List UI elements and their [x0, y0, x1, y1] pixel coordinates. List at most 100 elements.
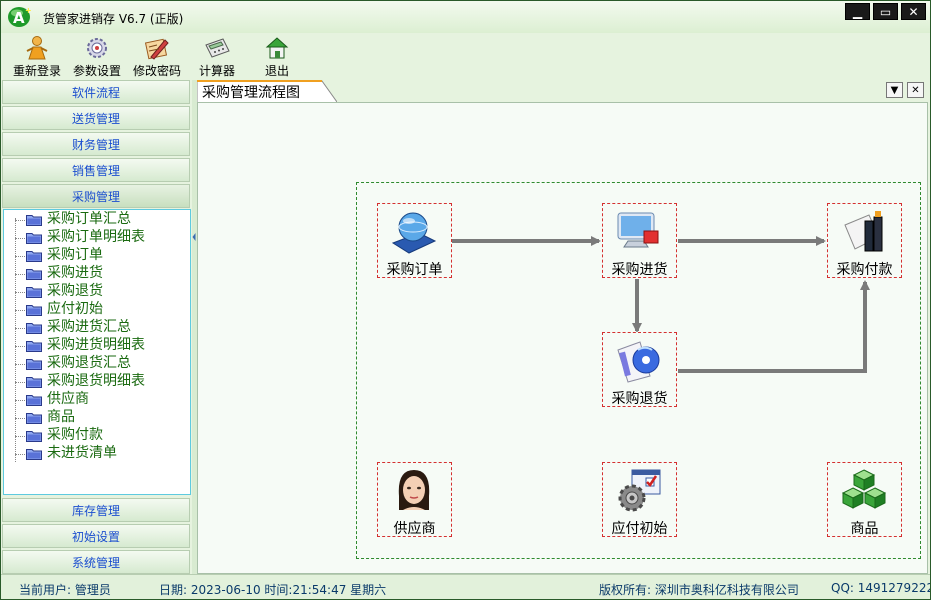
- folder-icon: [26, 215, 42, 226]
- collapse-arrow-icon[interactable]: [192, 232, 196, 242]
- tree-connector: [15, 218, 17, 462]
- tree-item-label: 采购进货汇总: [47, 319, 131, 335]
- flow-node-label: 采购付款: [836, 262, 893, 278]
- tree-item-label: 未进货清单: [47, 445, 117, 461]
- sidebar-item-software-flow[interactable]: 软件流程: [2, 80, 190, 104]
- tree-item-label: 采购退货汇总: [47, 355, 131, 371]
- tab-bar: 采购管理流程图 ▼ ✕: [197, 80, 928, 102]
- folder-icon: [26, 395, 42, 406]
- flow-node-payable-initial[interactable]: 应付初始: [602, 462, 677, 537]
- folder-icon: [26, 305, 42, 316]
- sidebar-item-delivery[interactable]: 送货管理: [2, 106, 190, 130]
- user-login-icon: [26, 36, 48, 60]
- tree-item-label: 采购订单明细表: [47, 229, 145, 245]
- globe-order-icon: [391, 212, 437, 254]
- tree-branch: [15, 220, 25, 221]
- tree-item-label: 采购进货明细表: [47, 337, 145, 353]
- tab-title: 采购管理流程图: [202, 85, 300, 101]
- settings-button[interactable]: 参数设置: [69, 33, 125, 79]
- close-icon: ✕: [911, 84, 920, 96]
- close-button[interactable]: ✕: [901, 3, 926, 20]
- sidebar-item-sales[interactable]: 销售管理: [2, 158, 190, 182]
- flow-node-purchase-stock[interactable]: 采购进货: [602, 203, 677, 278]
- calculator-button[interactable]: 计算器: [193, 33, 241, 79]
- tree-branch: [15, 454, 25, 455]
- tree-branch: [15, 274, 25, 275]
- tree-branch: [15, 400, 25, 401]
- flow-node-product[interactable]: 商品: [827, 462, 902, 537]
- maximize-icon: ▭: [879, 4, 892, 19]
- folder-icon: [26, 323, 42, 334]
- flow-node-supplier[interactable]: 供应商: [377, 462, 452, 537]
- sidebar-item-purchase[interactable]: 采购管理: [2, 184, 190, 208]
- flow-node-label: 应付初始: [611, 521, 668, 537]
- flow-node-label: 采购订单: [386, 262, 443, 278]
- flow-node-label: 供应商: [393, 521, 436, 537]
- tree-item-label: 采购订单: [47, 247, 103, 263]
- sidebar-splitter[interactable]: [192, 80, 197, 574]
- tree-branch: [15, 346, 25, 347]
- folder-icon: [26, 359, 42, 370]
- flow-node-label: 采购退货: [611, 391, 668, 407]
- folder-icon: [26, 287, 42, 298]
- close-icon: ✕: [908, 4, 919, 19]
- exit-label: 退出: [264, 64, 289, 78]
- sidebar-item-initial-setup[interactable]: 初始设置: [2, 524, 190, 548]
- tree-branch: [15, 382, 25, 383]
- status-bar: 当前用户: 管理员 日期: 2023-06-10 时间:21:54:47 星期六…: [1, 574, 931, 599]
- tree-branch: [15, 256, 25, 257]
- status-qq: QQ: 1491279222: [831, 581, 931, 595]
- folder-icon: [26, 377, 42, 388]
- calculator-label: 计算器: [198, 64, 235, 78]
- monitor-purchase-icon: [617, 212, 659, 248]
- folder-icon: [26, 341, 42, 352]
- status-current-user: 当前用户: 管理员: [19, 583, 111, 597]
- tree-item-label: 采购付款: [47, 427, 103, 443]
- tab-dropdown-button[interactable]: ▼: [886, 82, 903, 98]
- relogin-label: 重新登录: [12, 64, 61, 78]
- exit-button[interactable]: 退出: [257, 33, 297, 79]
- title-bar: A + 货管家进销存 V6.7 (正版) ▁ ▭ ✕: [1, 1, 930, 33]
- flow-node-purchase-return[interactable]: 采购退货: [602, 332, 677, 407]
- sidebar-item-system[interactable]: 系统管理: [2, 550, 190, 574]
- flow-canvas: 采购订单 采购进货 采购付款: [197, 102, 928, 574]
- svg-text:A: A: [13, 9, 25, 27]
- minimize-button[interactable]: ▁: [845, 3, 870, 20]
- flow-node-purchase-order[interactable]: 采购订单: [377, 203, 452, 278]
- tree-item-label: 采购订单汇总: [47, 211, 131, 227]
- cubes-product-icon: [841, 469, 887, 509]
- books-payment-icon: [844, 211, 883, 252]
- settings-label: 参数设置: [72, 64, 121, 78]
- calculator-icon: [205, 38, 230, 58]
- flow-node-label: 商品: [850, 521, 879, 537]
- tree-item-label: 应付初始: [47, 301, 103, 317]
- tab-close-button[interactable]: ✕: [907, 82, 924, 98]
- relogin-button[interactable]: 重新登录: [9, 33, 65, 79]
- tree-item-label: 供应商: [47, 391, 89, 407]
- toolbar: 重新登录 参数设置 修改密码 计算器: [1, 33, 930, 79]
- window-title: 货管家进销存 V6.7 (正版): [43, 12, 184, 26]
- folder-icon: [26, 431, 42, 442]
- tree-branch: [15, 328, 25, 329]
- tree-item-label: 采购退货明细表: [47, 373, 145, 389]
- maximize-button[interactable]: ▭: [873, 3, 898, 20]
- change-password-button[interactable]: 修改密码: [129, 33, 185, 79]
- status-copyright: 版权所有: 深圳市奥科亿科技有限公司: [599, 583, 799, 597]
- flow-arrows: [452, 236, 870, 373]
- tree-branch: [15, 436, 25, 437]
- tree-branch: [15, 310, 25, 311]
- purchase-tree: 采购订单汇总采购订单明细表采购订单采购进货采购退货应付初始采购进货汇总采购进货明…: [3, 209, 191, 495]
- main-content: 采购管理流程图 ▼ ✕: [197, 80, 928, 574]
- supplier-face-icon: [398, 470, 430, 510]
- flow-node-purchase-payment[interactable]: 采购付款: [827, 203, 902, 278]
- tree-branch: [15, 364, 25, 365]
- chevron-down-icon: ▼: [890, 84, 899, 96]
- tab-purchase-flow[interactable]: [197, 80, 337, 102]
- sidebar-item-finance[interactable]: 财务管理: [2, 132, 190, 156]
- sidebar-item-inventory[interactable]: 库存管理: [2, 498, 190, 522]
- app-logo-icon: A +: [8, 6, 32, 27]
- folder-icon: [26, 413, 42, 424]
- tree-item-label: 采购退货: [47, 283, 103, 299]
- folder-icon: [26, 269, 42, 280]
